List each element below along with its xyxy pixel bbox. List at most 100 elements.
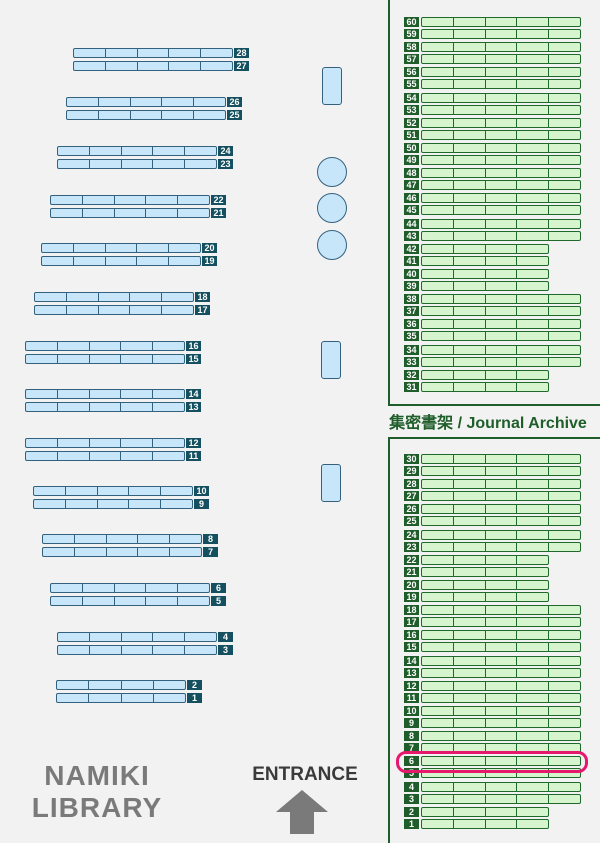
shelf-section bbox=[549, 732, 580, 740]
journal-shelf[interactable] bbox=[421, 516, 581, 527]
journal-shelf[interactable] bbox=[421, 617, 581, 628]
journal-shelf[interactable] bbox=[421, 180, 581, 191]
journal-shelf[interactable] bbox=[421, 554, 549, 565]
journal-shelf[interactable] bbox=[421, 529, 581, 540]
journal-shelf[interactable] bbox=[421, 680, 581, 691]
reading-table[interactable] bbox=[321, 341, 341, 379]
journal-shelf[interactable] bbox=[421, 541, 581, 552]
journal-shelf[interactable] bbox=[421, 54, 581, 65]
general-shelf[interactable] bbox=[33, 499, 193, 509]
general-shelf[interactable] bbox=[50, 583, 210, 593]
journal-shelf[interactable] bbox=[421, 356, 581, 367]
journal-shelf[interactable] bbox=[421, 504, 581, 515]
journal-shelf[interactable] bbox=[421, 806, 549, 817]
general-shelf[interactable] bbox=[25, 389, 185, 399]
journal-shelf[interactable] bbox=[421, 230, 581, 241]
general-shelf[interactable] bbox=[42, 534, 202, 544]
shelf-section bbox=[486, 455, 518, 463]
journal-shelf[interactable] bbox=[421, 269, 549, 279]
general-shelf[interactable] bbox=[66, 110, 226, 120]
journal-shelf[interactable] bbox=[421, 454, 581, 464]
general-shelf[interactable] bbox=[50, 195, 210, 205]
journal-shelf[interactable] bbox=[421, 655, 581, 666]
shelf-section bbox=[454, 345, 486, 354]
journal-shelf[interactable] bbox=[421, 155, 581, 165]
journal-shelf[interactable] bbox=[421, 381, 549, 392]
journal-shelf-number: 39 bbox=[404, 281, 419, 291]
round-table[interactable] bbox=[317, 193, 347, 223]
journal-shelf[interactable] bbox=[421, 67, 581, 78]
journal-shelf[interactable] bbox=[421, 692, 581, 703]
journal-shelf[interactable] bbox=[421, 205, 581, 216]
journal-shelf[interactable] bbox=[421, 168, 581, 179]
general-shelf[interactable] bbox=[25, 354, 185, 364]
general-shelf[interactable] bbox=[73, 48, 233, 58]
journal-shelf[interactable] bbox=[421, 667, 581, 678]
journal-shelf[interactable] bbox=[421, 818, 549, 829]
journal-shelf[interactable] bbox=[421, 104, 581, 115]
journal-shelf[interactable] bbox=[421, 731, 581, 742]
journal-shelf[interactable] bbox=[421, 294, 581, 305]
journal-shelf[interactable] bbox=[421, 369, 549, 380]
shelf-section bbox=[454, 744, 486, 753]
general-shelf[interactable] bbox=[34, 292, 194, 302]
journal-shelf[interactable] bbox=[421, 605, 581, 616]
journal-shelf[interactable] bbox=[421, 319, 581, 330]
general-shelf[interactable] bbox=[50, 596, 210, 606]
journal-shelf[interactable] bbox=[421, 793, 581, 804]
journal-shelf[interactable] bbox=[421, 580, 549, 590]
journal-shelf[interactable] bbox=[421, 466, 581, 476]
general-shelf[interactable] bbox=[57, 159, 217, 169]
journal-shelf[interactable] bbox=[421, 117, 581, 128]
general-shelf[interactable] bbox=[73, 61, 233, 71]
journal-shelf[interactable] bbox=[421, 630, 581, 641]
journal-shelf[interactable] bbox=[421, 642, 581, 653]
journal-shelf[interactable] bbox=[421, 79, 581, 90]
general-shelf[interactable] bbox=[25, 438, 185, 448]
journal-shelf[interactable] bbox=[421, 17, 581, 27]
general-shelf[interactable] bbox=[66, 97, 226, 107]
journal-shelf[interactable] bbox=[421, 129, 581, 140]
journal-shelf[interactable] bbox=[421, 781, 581, 792]
journal-shelf[interactable] bbox=[421, 193, 581, 204]
journal-shelf[interactable] bbox=[421, 331, 581, 342]
round-table[interactable] bbox=[317, 230, 347, 260]
general-shelf[interactable] bbox=[33, 486, 193, 496]
general-shelf[interactable] bbox=[57, 632, 217, 642]
journal-shelf[interactable] bbox=[421, 479, 581, 490]
journal-shelf[interactable] bbox=[421, 92, 581, 103]
general-shelf[interactable] bbox=[50, 208, 210, 218]
round-table[interactable] bbox=[317, 157, 347, 187]
journal-shelf[interactable] bbox=[421, 706, 581, 716]
journal-shelf[interactable] bbox=[421, 42, 581, 53]
general-shelf[interactable] bbox=[34, 305, 194, 315]
general-shelf[interactable] bbox=[42, 547, 202, 557]
shelf-section bbox=[454, 30, 486, 38]
general-shelf[interactable] bbox=[56, 680, 186, 690]
general-shelf[interactable] bbox=[41, 243, 201, 253]
general-shelf[interactable] bbox=[25, 451, 185, 461]
journal-shelf[interactable] bbox=[421, 718, 581, 728]
reading-table[interactable] bbox=[321, 464, 341, 502]
journal-shelf[interactable] bbox=[421, 281, 549, 291]
general-shelf[interactable] bbox=[41, 256, 201, 266]
general-shelf[interactable] bbox=[57, 146, 217, 156]
general-shelf[interactable] bbox=[25, 341, 185, 351]
journal-shelf[interactable] bbox=[421, 143, 581, 153]
journal-shelf[interactable] bbox=[421, 491, 581, 502]
reading-table[interactable] bbox=[322, 67, 342, 105]
journal-shelf[interactable] bbox=[421, 243, 549, 254]
general-shelf[interactable] bbox=[25, 402, 185, 412]
journal-shelf[interactable] bbox=[421, 29, 581, 39]
journal-shelf[interactable] bbox=[421, 592, 549, 602]
general-shelf[interactable] bbox=[57, 645, 217, 655]
journal-shelf[interactable] bbox=[421, 255, 549, 266]
journal-shelf[interactable] bbox=[421, 344, 581, 355]
journal-shelf[interactable] bbox=[421, 566, 549, 577]
journal-shelf[interactable] bbox=[421, 768, 581, 779]
journal-shelf[interactable] bbox=[421, 756, 581, 767]
shelf-section bbox=[486, 606, 518, 615]
journal-shelf[interactable] bbox=[421, 306, 581, 317]
journal-shelf[interactable] bbox=[421, 218, 581, 229]
general-shelf[interactable] bbox=[56, 693, 186, 703]
